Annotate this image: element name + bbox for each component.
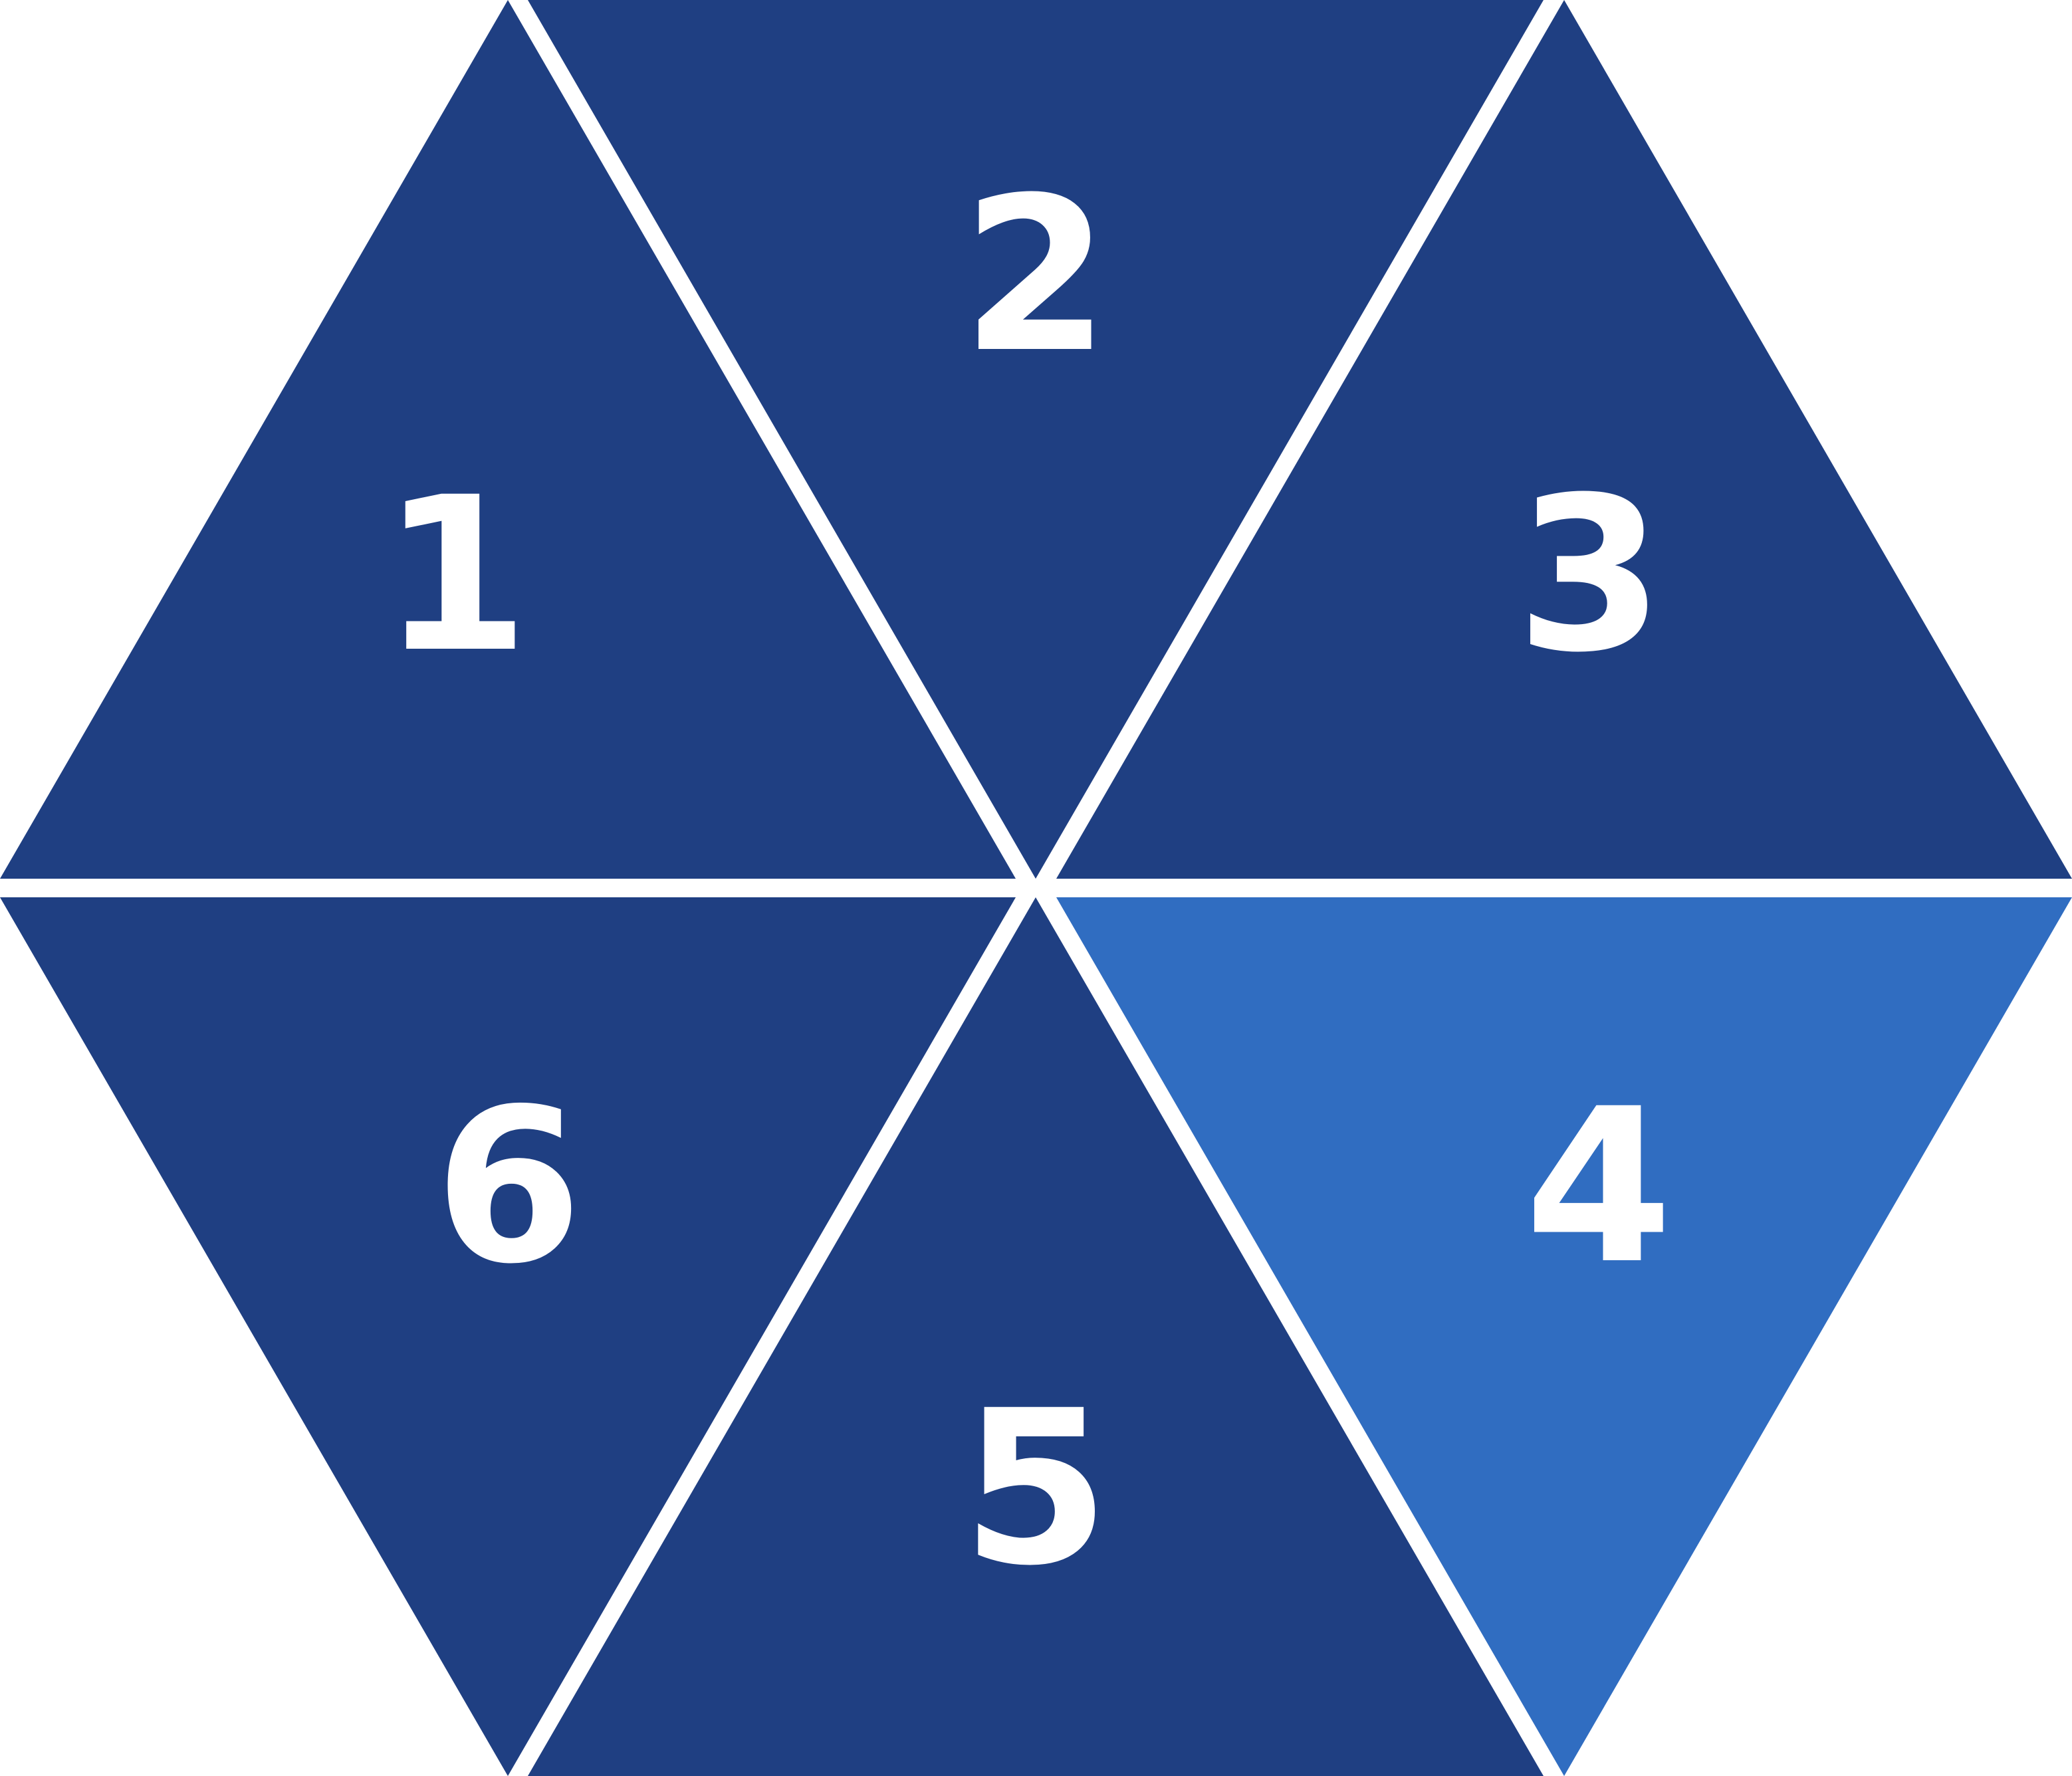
- segment-1-label: 1: [382, 452, 530, 699]
- segment-4[interactable]: [1056, 897, 2072, 1776]
- segment-6-label: 6: [435, 1063, 583, 1311]
- label-layer: 1 2 3 4 5 6: [382, 152, 1673, 1612]
- segment-2-label: 2: [962, 152, 1110, 399]
- segment-1[interactable]: [0, 0, 1016, 879]
- segment-4-label: 4: [1525, 1063, 1673, 1311]
- segment-6[interactable]: [0, 897, 1016, 1776]
- segment-3[interactable]: [1056, 0, 2072, 879]
- segment-5[interactable]: [528, 897, 1544, 1776]
- segment-5-label: 5: [962, 1365, 1110, 1612]
- segment-2[interactable]: [528, 0, 1544, 879]
- segment-3-label: 3: [1516, 452, 1665, 699]
